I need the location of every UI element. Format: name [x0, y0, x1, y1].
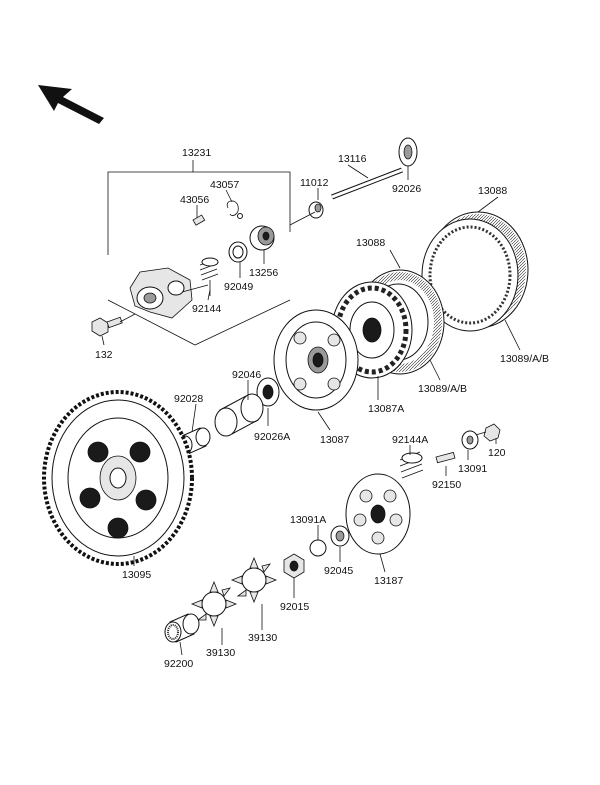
- label-92144A: 92144A: [392, 434, 428, 446]
- washer-13091A: [309, 539, 327, 557]
- bearing-92045: [330, 525, 350, 547]
- label-92026A: 92026A: [254, 431, 290, 443]
- label-92150: 92150: [432, 479, 461, 491]
- nipple-43056: [192, 214, 206, 226]
- nut-92015: [283, 553, 305, 579]
- label-13088-mid: 13088: [356, 237, 385, 249]
- clutch-housing-13095: [42, 390, 194, 566]
- washer-92026: [398, 137, 418, 167]
- label-92015: 92015: [280, 601, 309, 613]
- front-arrow-icon: [38, 85, 104, 124]
- circlip-92049: [228, 241, 248, 263]
- pushrod-13116: [331, 167, 403, 200]
- spring-plate-13187: [345, 473, 411, 555]
- bolt-132: [91, 313, 136, 337]
- label-92200: 92200: [164, 658, 193, 670]
- label-92026: 92026: [392, 183, 421, 195]
- label-92046: 92046: [232, 369, 261, 381]
- clip-43057: [226, 200, 243, 219]
- part-labels: 13231 43057 43056 13116 11012 92026 1308…: [95, 147, 549, 670]
- leader-lines: [101, 164, 521, 656]
- steel-plate-13089-outer: [421, 218, 519, 332]
- label-92045: 92045: [324, 565, 353, 577]
- label-43057: 43057: [210, 179, 239, 191]
- axis-line: [289, 211, 316, 226]
- label-92144: 92144: [192, 303, 221, 315]
- label-13091: 13091: [458, 463, 487, 475]
- release-lever-13231: [129, 267, 209, 319]
- label-13088-top: 13088: [478, 185, 507, 197]
- label-92049: 92049: [224, 281, 253, 293]
- sleeve-92046: [214, 393, 264, 437]
- label-13089-a: 13089/A/B: [500, 353, 549, 365]
- label-39130-a: 39130: [248, 632, 277, 644]
- pin-92150: [435, 451, 456, 464]
- label-13095: 13095: [122, 569, 151, 581]
- label-11012: 11012: [300, 177, 329, 189]
- needle-bearing-92200: [164, 613, 200, 643]
- label-120: 120: [488, 447, 506, 459]
- pressure-plate-13087: [273, 309, 359, 411]
- holder-13091: [461, 430, 479, 450]
- label-13187: 13187: [374, 575, 403, 587]
- label-13091A: 13091A: [290, 514, 326, 526]
- label-13231: 13231: [182, 147, 211, 159]
- bearing-13256: [249, 225, 275, 251]
- collar-11012: [308, 201, 324, 219]
- label-132: 132: [95, 349, 113, 361]
- label-13089-b: 13089/A/B: [418, 383, 467, 395]
- label-43056: 43056: [180, 194, 209, 206]
- damper-39130-a: [230, 556, 278, 604]
- assembly-13231-bracket: [107, 160, 291, 346]
- bolt-120: [471, 423, 501, 442]
- spring-92144A: [399, 451, 424, 479]
- damper-39130-b: [190, 580, 238, 628]
- label-39130-b: 39130: [206, 647, 235, 659]
- spring-92144: [199, 257, 219, 296]
- washer-92026A: [256, 377, 280, 407]
- label-13087: 13087: [320, 434, 349, 446]
- label-13256: 13256: [249, 267, 278, 279]
- label-92028: 92028: [174, 393, 203, 405]
- label-13116: 13116: [338, 153, 367, 165]
- label-13087A: 13087A: [368, 403, 404, 415]
